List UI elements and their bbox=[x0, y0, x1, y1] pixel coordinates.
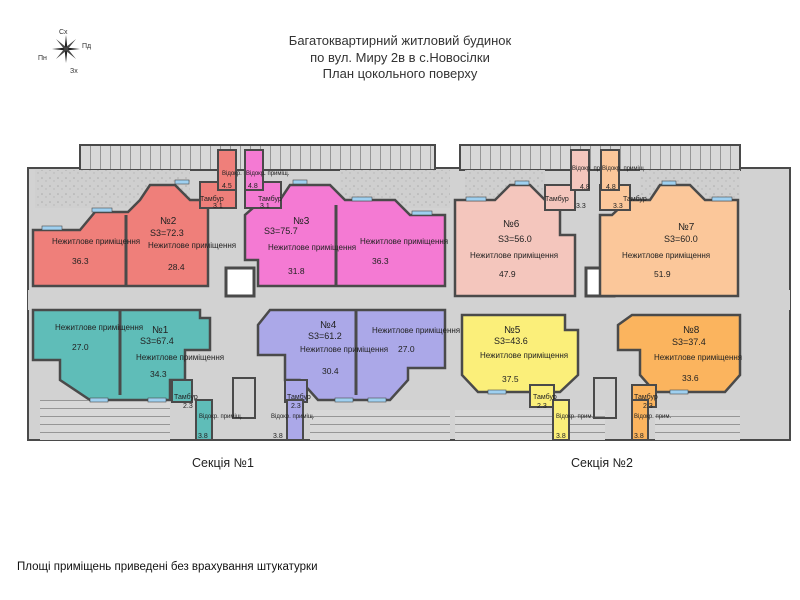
unit-3-room2-area: 36.3 bbox=[372, 256, 389, 266]
unit-4-room1-area: 30.4 bbox=[322, 366, 339, 376]
unit-3-number: №3 bbox=[293, 216, 310, 227]
unit-8-room1-area: 33.6 bbox=[682, 373, 699, 383]
unit-4-area: S3=61.2 bbox=[308, 331, 342, 341]
unit-3-area: S3=75.7 bbox=[264, 226, 298, 236]
unit-3-room2-label: Нежитлове приміщення bbox=[360, 237, 448, 246]
unit-5-room1-area: 37.5 bbox=[502, 374, 519, 384]
unit-6: №6 S3=56.0 Нежитлове приміщення 47.9 Там… bbox=[453, 149, 616, 298]
unit-5-vidokr-label: Відокр. прим. bbox=[556, 414, 594, 420]
unit-7: №7 S3=60.0 Нежитлове приміщення 51.9 Там… bbox=[598, 149, 740, 298]
unit-4: №4 S3=61.2 Нежитлове приміщення 30.4 Неж… bbox=[256, 308, 460, 441]
unit-5-tambur-area: 2.3 bbox=[537, 403, 547, 410]
unit-7-tambur-label: Тамбур bbox=[623, 195, 647, 203]
footer-note: Площі приміщень приведені без врахування… bbox=[17, 561, 318, 573]
compass-rose-icon: Сх Пд Пн Зх bbox=[38, 29, 91, 75]
unit-3-vidokr-area: 4.8 bbox=[248, 183, 258, 190]
title-line-2: по вул. Миру 2в в с.Новосілки bbox=[310, 49, 490, 65]
unit-4-vidokr-area: 3.8 bbox=[273, 433, 283, 440]
unit-1-tambur-area: 2.3 bbox=[183, 403, 193, 410]
unit-7-room1-label: Нежитлове приміщення bbox=[622, 251, 710, 260]
unit-6-number: №6 bbox=[503, 219, 520, 230]
unit-2-tambur-area: 3.1 bbox=[213, 203, 223, 210]
unit-1-vidokr-label: Відокр. приміщ. bbox=[199, 414, 243, 420]
unit-8-vidokr-label: Відокр. прим. bbox=[634, 414, 672, 420]
unit-7-number: №7 bbox=[678, 222, 695, 233]
unit-8-tambur-area: 2.3 bbox=[643, 403, 653, 410]
section-2-label: Секція №2 bbox=[571, 456, 633, 470]
unit-5-vidokr-area: 3.8 bbox=[556, 433, 566, 440]
unit-1-room2-label: Нежитлове приміщення bbox=[136, 353, 224, 362]
unit-3: №3 S3=75.7 Нежитлове приміщення 31.8 Неж… bbox=[243, 149, 448, 288]
unit-8-number: №8 bbox=[683, 325, 700, 336]
unit-2-area: S3=72.3 bbox=[150, 228, 184, 238]
unit-8-room1-label: Нежитлове приміщення bbox=[654, 353, 742, 362]
unit-4-room1-label: Нежитлове приміщення bbox=[300, 345, 388, 354]
unit-7-area: S3=60.0 bbox=[664, 234, 698, 244]
unit-1-number: №1 bbox=[152, 325, 169, 336]
unit-5-area: S3=43.6 bbox=[494, 336, 528, 346]
unit-1-vidokr-area: 3.8 bbox=[198, 433, 208, 440]
unit-1-room1-area: 27.0 bbox=[72, 342, 89, 352]
title-line-1: Багатоквартирний житловий будинок bbox=[288, 33, 512, 48]
unit-2-room1-label: Нежитлове приміщення bbox=[52, 237, 140, 246]
unit-7-room1-area: 51.9 bbox=[654, 269, 671, 279]
unit-1: №1 S3=67.4 Нежитлове приміщення 27.0 Неж… bbox=[31, 308, 243, 441]
drawing-title: Багатоквартирний житловий будинок по вул… bbox=[240, 33, 560, 83]
unit-7-vidokr-label: Відокр. приміщ. bbox=[602, 166, 646, 172]
unit-8-tambur-label: Тамбур bbox=[634, 393, 658, 401]
unit-2: №2 S3=72.3 Нежитлове приміщення 36.3 Неж… bbox=[31, 149, 266, 288]
unit-1-area: S3=67.4 bbox=[140, 336, 174, 346]
unit-2-room2-area: 28.4 bbox=[168, 262, 185, 272]
unit-8-area: S3=37.4 bbox=[672, 337, 706, 347]
unit-2-vidokr-label: Відокр. приміщ. bbox=[222, 171, 266, 177]
title-line-3: План цокольного поверху bbox=[322, 66, 478, 81]
unit-3-room1-label: Нежитлове приміщення bbox=[268, 243, 356, 252]
unit-2-tambur-label: Тамбур bbox=[200, 195, 224, 203]
unit-4-tambur-area: 2.3 bbox=[291, 403, 301, 410]
unit-2-number: №2 bbox=[160, 216, 177, 227]
section-1-label: Секція №1 bbox=[192, 456, 254, 470]
unit-1-tambur-label: Тамбур bbox=[174, 393, 198, 401]
unit-6-tambur-area: 3.3 bbox=[576, 203, 586, 210]
unit-3-tambur-label: Тамбур bbox=[258, 195, 282, 203]
unit-1-room1-label: Нежитлове приміщення bbox=[55, 323, 143, 332]
compass-north-label: Сх bbox=[59, 29, 68, 36]
unit-2-vidokr-area: 4.5 bbox=[222, 183, 232, 190]
unit-7-tambur-area: 3.3 bbox=[613, 203, 623, 210]
unit-5-tambur-label: Тамбур bbox=[533, 393, 557, 401]
unit-5: №5 S3=43.6 Нежитлове приміщення 37.5 Там… bbox=[460, 313, 594, 441]
unit-4-tambur-label: Тамбур bbox=[287, 393, 311, 401]
unit-3-room1-area: 31.8 bbox=[288, 266, 305, 276]
compass-west-label: Пн bbox=[38, 55, 47, 62]
unit-4-room2-area: 27.0 bbox=[398, 344, 415, 354]
unit-4-number: №4 bbox=[320, 320, 337, 331]
windows bbox=[41, 179, 733, 403]
unit-6-vidokr-area: 4.8 bbox=[580, 184, 590, 191]
unit-8: №8 S3=37.4 Нежитлове приміщення 33.6 Там… bbox=[616, 313, 742, 441]
unit-6-area: S3=56.0 bbox=[498, 234, 532, 244]
unit-4-vidokr-label: Відокр. приміщ. bbox=[271, 414, 315, 420]
unit-6-vidokr-label: Відокр. приміщ. bbox=[572, 166, 616, 172]
unit-2-room1-area: 36.3 bbox=[72, 256, 89, 266]
unit-7-vidokr-area: 4.8 bbox=[606, 184, 616, 191]
compass-east-label: Пд bbox=[82, 43, 91, 50]
unit-8-vidokr-area: 3.8 bbox=[634, 433, 644, 440]
unit-2-room2-label: Нежитлове приміщення bbox=[148, 241, 236, 250]
unit-4-room2-label: Нежитлове приміщення bbox=[372, 326, 460, 335]
unit-6-room1-area: 47.9 bbox=[499, 269, 516, 279]
compass-south-label: Зх bbox=[70, 68, 78, 75]
unit-6-room1-label: Нежитлове приміщення bbox=[470, 251, 558, 260]
unit-3-vidokr-label: Відокр. приміщ. bbox=[246, 171, 290, 177]
unit-5-number: №5 bbox=[504, 325, 521, 336]
unit-5-room1-label: Нежитлове приміщення bbox=[480, 351, 568, 360]
unit-1-room2-area: 34.3 bbox=[150, 369, 167, 379]
unit-3-tambur-area: 3.1 bbox=[260, 203, 270, 210]
unit-6-tambur-label: Тамбур bbox=[545, 195, 569, 203]
